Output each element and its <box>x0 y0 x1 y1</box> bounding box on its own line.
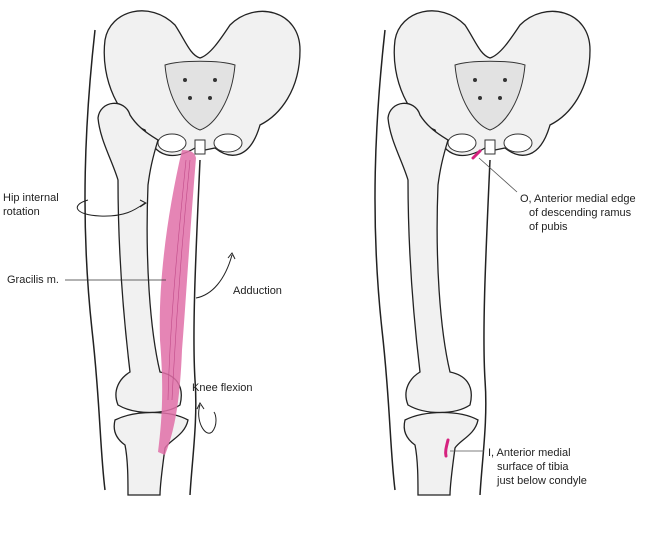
left-leg-illustration <box>84 10 301 496</box>
origin-line-1: O, Anterior medial edge <box>520 193 636 205</box>
gracilis-label: Gracilis m. <box>7 274 59 286</box>
insertion-attachment-mark <box>444 438 450 458</box>
insertion-line-1: I, Anterior medial <box>488 447 571 459</box>
origin-line-2: of descending ramus <box>529 207 632 219</box>
origin-attachment-mark <box>471 149 482 160</box>
origin-line-3: of pubis <box>529 221 568 233</box>
insertion-line-2: surface of tibia <box>497 461 569 473</box>
insertion-line-3: just below condyle <box>497 475 587 487</box>
hip-rotation-arrow-icon <box>76 199 146 217</box>
gracilis-muscle <box>158 150 196 455</box>
right-leg-illustration <box>374 10 591 496</box>
insertion-label: I, Anterior medial surface of tibia just… <box>488 446 587 488</box>
knee-flexion-arrow-icon <box>198 404 217 434</box>
knee-flexion-label: Knee flexion <box>192 382 253 394</box>
origin-label: O, Anterior medial edge of descending ra… <box>520 192 636 234</box>
adduction-label: Adduction <box>233 285 282 297</box>
adduction-arrow-icon <box>195 254 233 299</box>
hip-internal-rotation-label: Hip internal rotation <box>3 192 59 218</box>
